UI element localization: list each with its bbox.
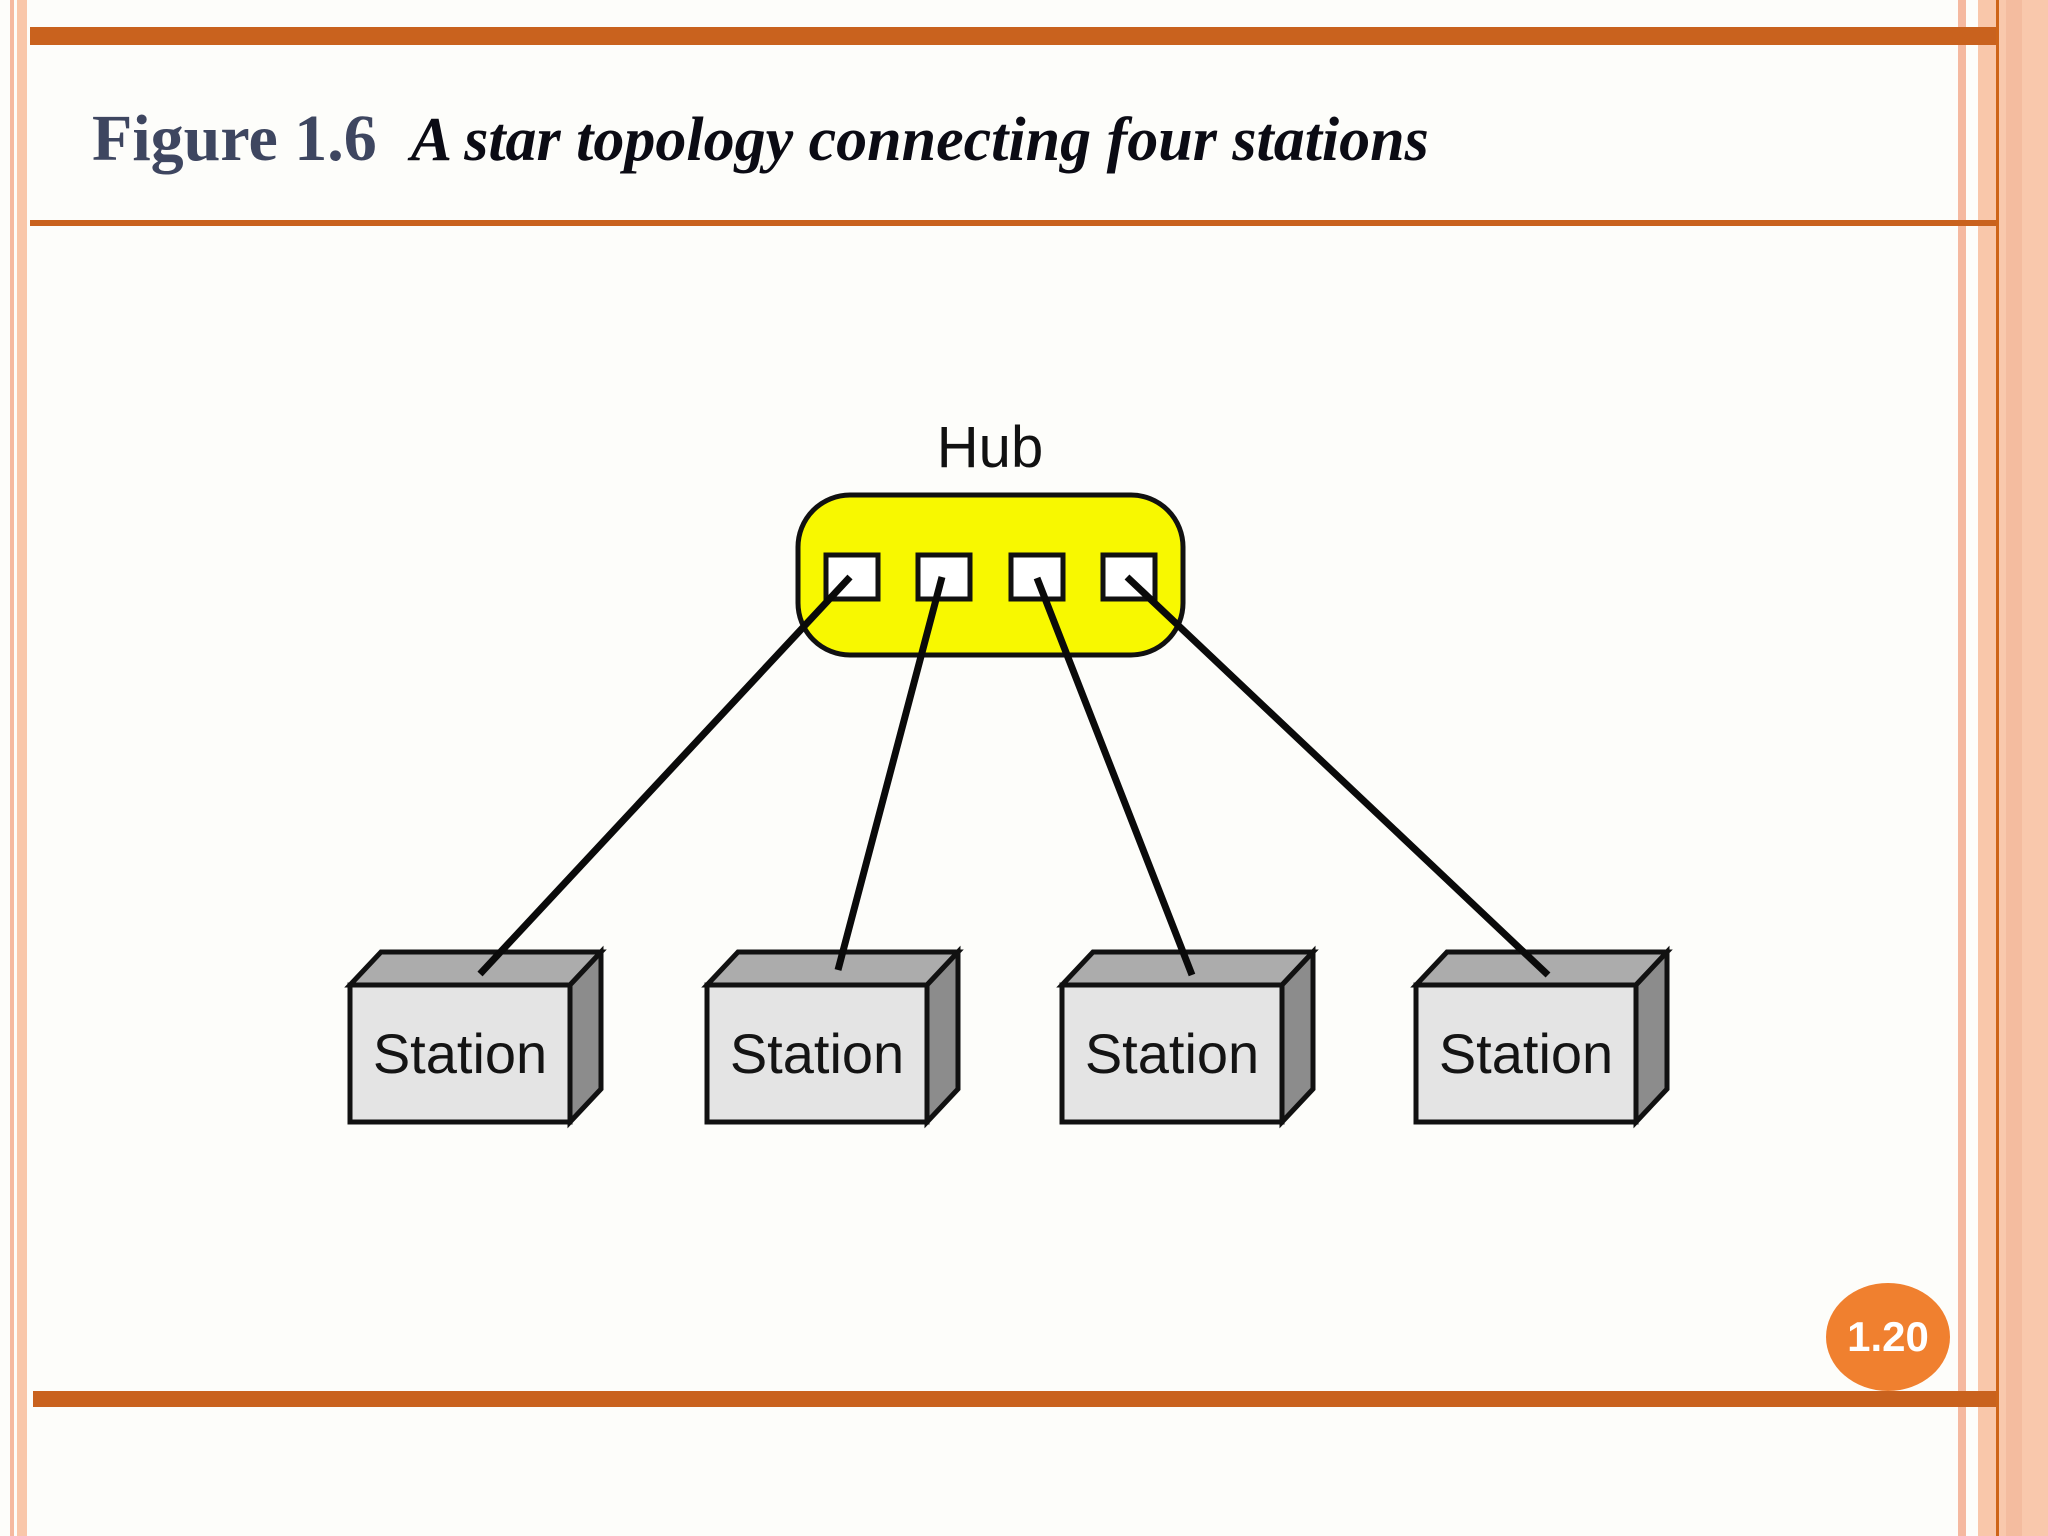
link-hub-to-station-1 [477, 574, 853, 977]
hub-port-2 [915, 552, 973, 602]
left-border-stripe-wide [17, 0, 27, 1536]
hub-port-3 [1008, 552, 1066, 602]
station-3-label: Station [1085, 1022, 1259, 1085]
station-3-side-face [1279, 945, 1316, 1129]
figure-number-label: Figure 1.6 [92, 102, 377, 175]
station-4-label: Station [1439, 1022, 1613, 1085]
station-box-3 [1056, 945, 1319, 1129]
right-margin-accent-line [1996, 0, 1999, 1536]
slide-title: Figure 1.6 A star topology connecting fo… [92, 101, 1429, 177]
station-box-1 [344, 945, 607, 1129]
hub-box [795, 492, 1186, 658]
station-1-top-face [344, 949, 607, 988]
link-hub-to-station-4 [1124, 574, 1551, 978]
station-2-front-face [704, 982, 930, 1125]
station-1-front-face [347, 982, 573, 1125]
station-4-front-face [1413, 982, 1639, 1125]
station-box-4 [1410, 945, 1673, 1129]
page-number: 1.20 [1847, 1313, 1929, 1360]
station-4-side-face [1633, 945, 1670, 1129]
station-box-2 [701, 945, 964, 1129]
right-border-stripe-thin [1958, 0, 1966, 1536]
top-accent-bar [30, 27, 1997, 45]
bottom-accent-bar [33, 1391, 1996, 1407]
right-border-stripe-wide [1978, 0, 1996, 1536]
title-divider-line [30, 220, 1997, 226]
right-margin-band-inner-stripe [2006, 0, 2022, 1536]
station-2-top-face [701, 949, 964, 988]
figure-caption: A star topology connecting four stations [410, 106, 1429, 174]
station-1-side-face [567, 945, 604, 1129]
hub-label: Hub [937, 415, 1043, 480]
page-number-badge: 1.20 [1826, 1283, 1950, 1391]
station-2-side-face [924, 945, 961, 1129]
station-2-label: Station [730, 1022, 904, 1085]
left-border-stripe-thin [10, 0, 14, 1536]
link-hub-to-station-3 [1033, 576, 1196, 977]
station-1-label: Station [373, 1022, 547, 1085]
link-hub-to-station-2 [834, 576, 946, 971]
station-3-front-face [1059, 982, 1285, 1125]
